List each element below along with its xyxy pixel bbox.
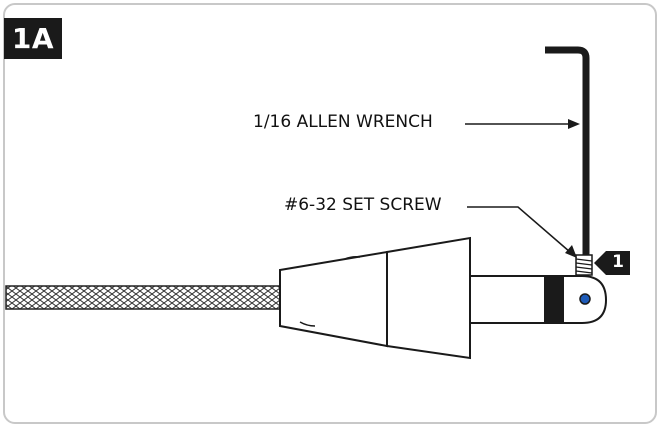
- allen-wrench-icon: [545, 46, 590, 255]
- wrench-leader-line: [465, 119, 580, 129]
- braided-cable-icon: [5, 285, 284, 310]
- diagram-frame: [3, 3, 657, 424]
- step-label-badge: 1A: [4, 18, 62, 59]
- callout-number: 1: [612, 252, 624, 272]
- set-screw-icon: [575, 254, 593, 276]
- screw-leader-line: [467, 206, 577, 258]
- ferrule-icon: [469, 275, 608, 324]
- allen-wrench-label: 1/16 ALLEN WRENCH: [253, 112, 433, 132]
- set-screw-label: #6-32 SET SCREW: [284, 195, 442, 215]
- callout-number-tag: [594, 251, 630, 275]
- tapered-collar-icon: [279, 236, 471, 360]
